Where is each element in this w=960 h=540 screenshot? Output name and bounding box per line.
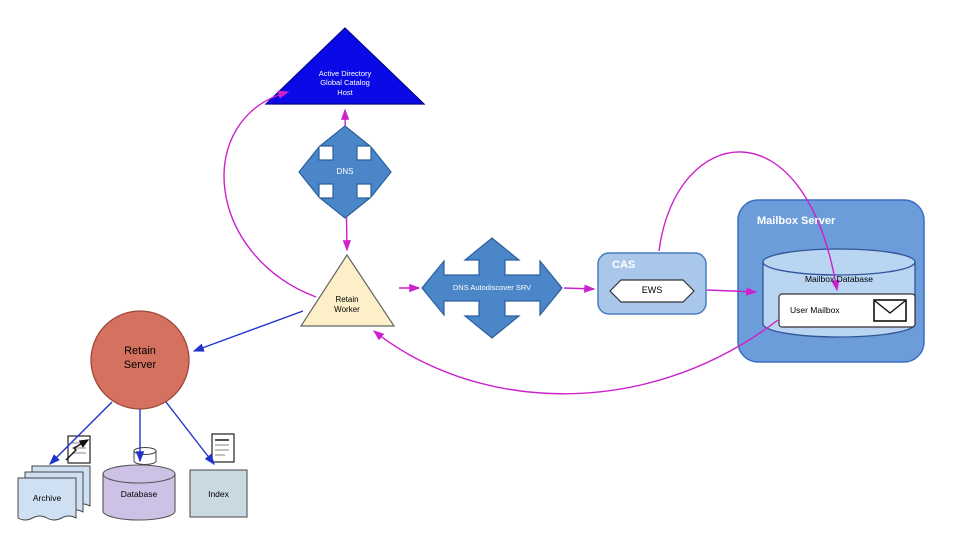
archive-file-icon <box>65 435 91 464</box>
database-cylinder <box>102 464 176 521</box>
connector-worker-ad-curve <box>223 90 317 298</box>
active-directory-triangle <box>264 27 426 105</box>
index-file-icon <box>211 433 235 463</box>
envelope-icon <box>873 299 907 322</box>
connector-worker-server <box>192 310 304 352</box>
retain-worker-triangle <box>299 253 396 327</box>
database-disk-icon <box>133 447 157 465</box>
connector-autodiscover-cas <box>563 284 596 293</box>
retain-server-circle <box>90 310 190 410</box>
connector-mailbox-worker-curve <box>372 319 779 395</box>
dns-autodiscover-cross-arrow <box>421 237 563 339</box>
index-box <box>189 469 248 518</box>
archive-page-stack <box>17 465 91 521</box>
connector-server-index <box>165 401 215 466</box>
connector-cas-usermailbox-curve <box>658 151 840 292</box>
dns-cross-arrow <box>298 125 392 219</box>
connector-server-archive <box>49 401 113 465</box>
ews-hexagon <box>609 279 695 303</box>
mailbox-database-cylinder-rim <box>762 261 916 276</box>
connector-cas-mailbox <box>706 287 758 296</box>
